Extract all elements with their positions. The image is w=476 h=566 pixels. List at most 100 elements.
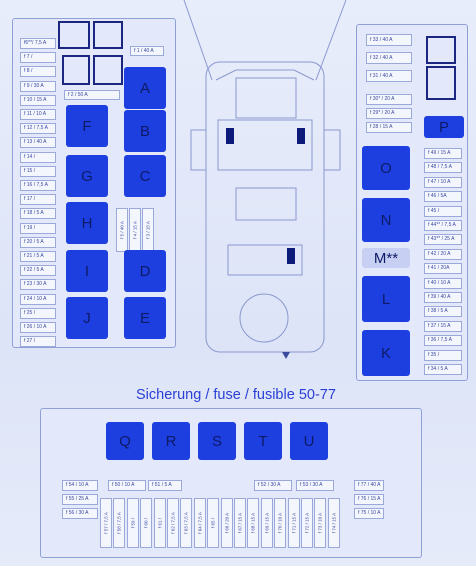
fuse-bottom-left-1[interactable]: f 55 / 25 A	[62, 494, 98, 505]
fuse-bottom-vertical-68[interactable]: f 68 / 15 A	[247, 498, 260, 548]
fuse-bottom-vertical-71[interactable]: f 71 / 15 A	[287, 498, 300, 548]
fuse-left-21[interactable]: f 21 / 5 A	[20, 251, 56, 262]
fuse-bottom-vertical-60[interactable]: f 60 /	[140, 498, 153, 548]
fuse-right-mid-0[interactable]: f 30* / 20 A	[366, 94, 412, 105]
relay-b[interactable]: B	[124, 110, 166, 152]
fuse-right-15[interactable]: f 34 / 5 A	[424, 364, 462, 375]
relay-m[interactable]: M**	[362, 248, 410, 268]
fuse-vertical-5[interactable]: f 5 / 40 A	[116, 208, 128, 252]
fuse-vertical-4[interactable]: f 4 / 15 A	[129, 208, 141, 252]
fuse-left-8[interactable]: f 8 /	[20, 66, 56, 78]
relay-i[interactable]: I	[66, 250, 108, 292]
fuse-bottom-top-0[interactable]: f 50 / 10 A	[108, 480, 146, 491]
fuse-bottom-vertical-58[interactable]: f 58 / 7,5 A	[113, 498, 126, 548]
fuse-left-6[interactable]: f6**/ 7,5 A	[20, 38, 56, 49]
relay-u[interactable]: U	[290, 422, 328, 460]
fuse-left-22[interactable]: f 22 / 5 A	[20, 265, 56, 277]
fuse-left-11[interactable]: f 11 / 10 A	[20, 109, 56, 120]
fuse-bottom-vertical-74[interactable]: f 74 / 15 A	[327, 498, 340, 548]
fuse-right-7[interactable]: f 42 / 20 A	[424, 248, 462, 260]
fuse-right-0[interactable]: f 49 / 15 A	[424, 148, 462, 159]
relay-c[interactable]: C	[124, 155, 166, 197]
fuse-right-mid-1[interactable]: f 29* / 20 A	[366, 108, 412, 119]
relay-n[interactable]: N	[362, 198, 410, 242]
connector-outline-4	[93, 55, 123, 85]
fuse-left-19[interactable]: f 19 /	[20, 222, 56, 234]
fuse-left-23[interactable]: f 23 / 30 A	[20, 279, 56, 291]
fuse-right-13[interactable]: f 36 / 7,5 A	[424, 335, 462, 347]
fuse-bottom-vertical-62[interactable]: f 62 / 7,5 A	[167, 498, 179, 548]
fuse-right-4[interactable]: f 45 /	[424, 205, 462, 217]
fuse-right-2[interactable]: f 47 / 10 A	[424, 176, 462, 188]
fuse-right-11[interactable]: f 38 / 5 A	[424, 306, 462, 318]
fuse-bottom-vertical-65[interactable]: f 65 /	[207, 498, 220, 548]
fuse-right-8[interactable]: f 41 / 20A	[424, 263, 462, 275]
fuse-right-6[interactable]: f 43** / 25 A	[424, 234, 462, 246]
fuse-bottom-right-1[interactable]: f 75 / 10 A	[354, 508, 384, 519]
fuse-left-7[interactable]: f 7 /	[20, 52, 56, 64]
fuse-bottom-top-1[interactable]: f 51 / 5 A	[148, 480, 182, 491]
fuse-left-12[interactable]: f 12 / 7,5 A	[20, 123, 56, 135]
relay-t[interactable]: T	[244, 422, 282, 460]
fuse-bottom-vertical-61[interactable]: f 61 /	[153, 498, 166, 548]
fuse-box-marker-left	[226, 128, 234, 144]
relay-l[interactable]: L	[362, 276, 410, 322]
fuse-bottom-vertical-69[interactable]: f 69 / 15 A	[260, 498, 273, 548]
fuse-bottom-top-2[interactable]: f 52 / 30 A	[254, 480, 292, 491]
fuse-right-top-0[interactable]: f 33 / 40 A	[366, 34, 412, 46]
fuse-left-20[interactable]: f 20 / 5 A	[20, 236, 56, 248]
fuse-bottom-vertical-70[interactable]: f 70 / 10 A	[274, 498, 287, 548]
fuse-bottom-left-2[interactable]: f 56 / 30 A	[62, 508, 98, 519]
relay-g[interactable]: G	[66, 155, 108, 197]
fuse-bottom-right-0[interactable]: f 76 / 15 A	[354, 494, 384, 505]
fuse-f1[interactable]: f 1 / 40 A	[130, 46, 164, 56]
fuse-right-12[interactable]: f 37 / 15 A	[424, 320, 462, 332]
relay-r[interactable]: R	[152, 422, 190, 460]
fuse-bottom-vertical-67[interactable]: f 67 / 15 A	[234, 498, 246, 548]
relay-j[interactable]: J	[66, 297, 108, 339]
fuse-left-9[interactable]: f 9 / 30 A	[20, 80, 56, 92]
fuse-bottom-left-0[interactable]: f 54 / 10 A	[62, 480, 98, 491]
fuse-left-27[interactable]: f 27 /	[20, 336, 56, 348]
relay-h[interactable]: H	[66, 202, 108, 244]
fuse-right-9[interactable]: f 40 / 10 A	[424, 277, 462, 289]
fuse-bottom-vertical-59[interactable]: f 59 /	[126, 498, 139, 548]
fuse-bottom-vertical-63[interactable]: f 63 / 7,5 A	[180, 498, 193, 548]
fuse-right-top-2[interactable]: f 31 / 40 A	[366, 70, 412, 82]
fuse-right-mid-2[interactable]: f 28 / 15 A	[366, 122, 412, 133]
fuse-right-5[interactable]: f 44** / 7,5 A	[424, 220, 462, 231]
relay-d[interactable]: D	[124, 250, 166, 292]
fuse-left-17[interactable]: f 17 /	[20, 194, 56, 206]
fuse-left-26[interactable]: f 26 / 10 A	[20, 322, 56, 333]
fuse-right-1[interactable]: f 48 / 7,5 A	[424, 162, 462, 174]
fuse-bottom-vertical-72[interactable]: f 72 / 15 A	[301, 498, 313, 548]
relay-s[interactable]: S	[198, 422, 236, 460]
fuse-left-13[interactable]: f 13 / 40 A	[20, 137, 56, 149]
fuse-left-18[interactable]: f 18 / 5 A	[20, 208, 56, 220]
fuse-left-16[interactable]: f 16 / 7,5 A	[20, 180, 56, 191]
fuse-left-14[interactable]: f 14 /	[20, 151, 56, 163]
relay-p[interactable]: P	[424, 116, 464, 138]
fuse-vertical-3[interactable]: f 3 / 15 A	[142, 208, 154, 252]
relay-a[interactable]: A	[124, 67, 166, 109]
relay-o[interactable]: O	[362, 146, 410, 190]
relay-q[interactable]: Q	[106, 422, 144, 460]
relay-k[interactable]: K	[362, 330, 410, 376]
fuse-bottom-top-4[interactable]: f 77 / 40 A	[354, 480, 384, 491]
relay-e[interactable]: E	[124, 297, 166, 339]
fuse-bottom-top-3[interactable]: f 53 / 30 A	[296, 480, 334, 491]
fuse-right-3[interactable]: f 46 / 5A	[424, 191, 462, 203]
fuse-left-10[interactable]: f 10 / 15 A	[20, 94, 56, 106]
fuse-bottom-vertical-64[interactable]: f 64 / 7,5 A	[193, 498, 206, 548]
fuse-right-14[interactable]: f 35 /	[424, 349, 462, 361]
fuse-bottom-vertical-66[interactable]: f 66 / 20 A	[220, 498, 233, 548]
fuse-left-25[interactable]: f 25 /	[20, 307, 56, 319]
relay-f[interactable]: F	[66, 105, 108, 147]
fuse-right-10[interactable]: f 39 / 40 A	[424, 292, 462, 303]
fuse-right-top-1[interactable]: f 32 / 40 A	[366, 52, 412, 64]
fuse-f2[interactable]: f 2 / 50 A	[64, 90, 120, 100]
fuse-left-24[interactable]: f 24 / 10 A	[20, 293, 56, 305]
fuse-bottom-vertical-73[interactable]: f 73 / 10 A	[314, 498, 327, 548]
fuse-bottom-vertical-57[interactable]: f 57 / 7,5 A	[100, 498, 112, 548]
fuse-left-15[interactable]: f 15 /	[20, 165, 56, 177]
